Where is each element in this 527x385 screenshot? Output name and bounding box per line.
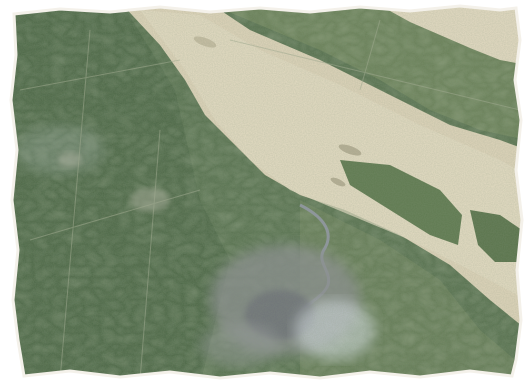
torn-paper-edge [9,4,524,380]
